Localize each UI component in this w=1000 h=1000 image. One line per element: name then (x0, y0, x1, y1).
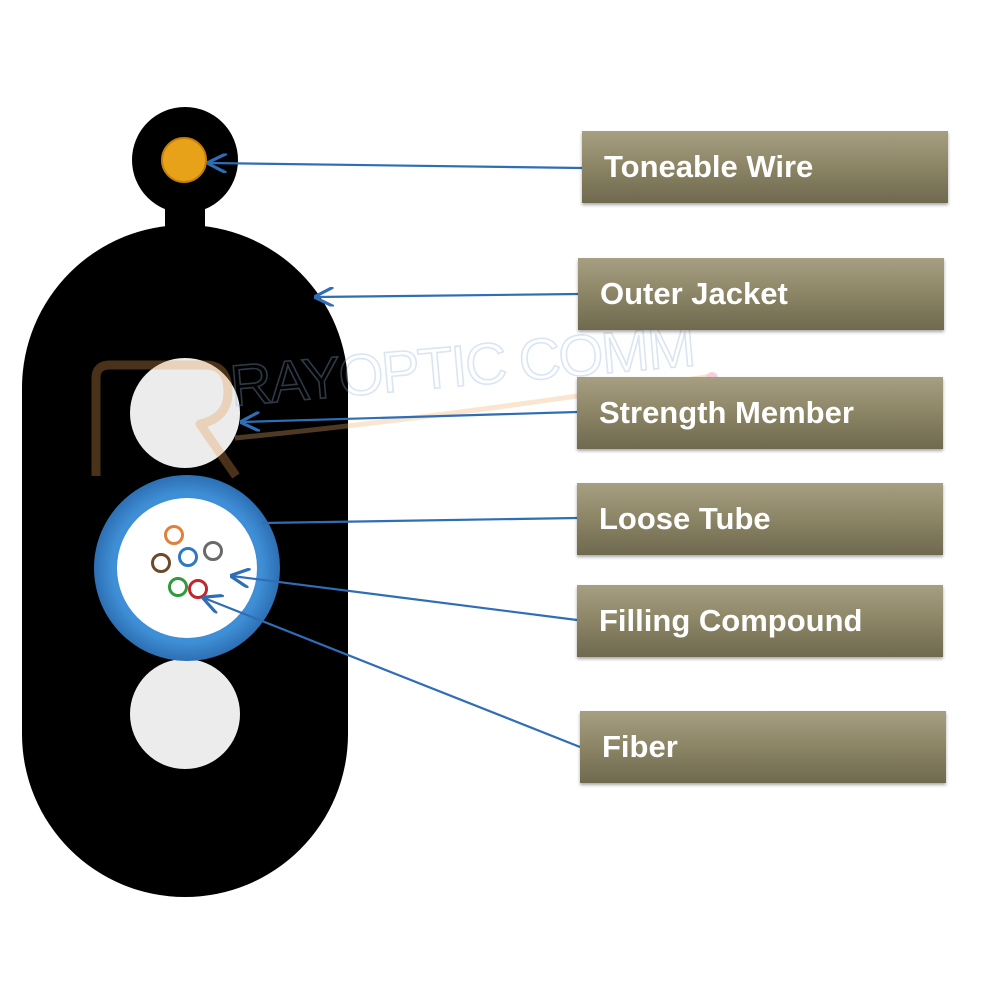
fiber-orange (164, 525, 184, 545)
strength-member-bottom (130, 659, 240, 769)
arrow-toneable-wire (209, 163, 583, 168)
arrow-outer-jacket (316, 294, 579, 297)
label-fiber-text: Fiber (602, 729, 678, 764)
arrow-filling-compound (232, 576, 578, 622)
label-outer-jacket: Outer Jacket (578, 258, 944, 330)
arrow-strength-member (242, 410, 578, 422)
watermark-r-shape (91, 360, 240, 479)
fiber-green (168, 577, 188, 597)
fiber-brown (151, 553, 171, 573)
label-toneable-wire-text: Toneable Wire (604, 149, 814, 184)
label-strength-member: Strength Member (577, 377, 943, 449)
fiber-gray (203, 541, 223, 561)
label-filling-compound: Filling Compound (577, 585, 943, 657)
label-loose-tube: Loose Tube (577, 483, 943, 555)
strength-member-top (130, 358, 240, 468)
label-toneable-wire: Toneable Wire (582, 131, 948, 203)
fiber-blue (178, 547, 198, 567)
label-filling-compound-text: Filling Compound (599, 603, 863, 638)
arrow-loose-tube (261, 516, 578, 525)
arrow-fiber (204, 598, 581, 749)
label-strength-member-text: Strength Member (599, 395, 854, 430)
toneable-wire-core (161, 137, 207, 183)
leader-lines (204, 163, 583, 749)
label-fiber: Fiber (580, 711, 946, 783)
label-loose-tube-text: Loose Tube (599, 501, 771, 536)
fiber-red (188, 579, 208, 599)
label-outer-jacket-text: Outer Jacket (600, 276, 788, 311)
fiber-group (151, 525, 223, 599)
filling-compound (117, 498, 257, 638)
